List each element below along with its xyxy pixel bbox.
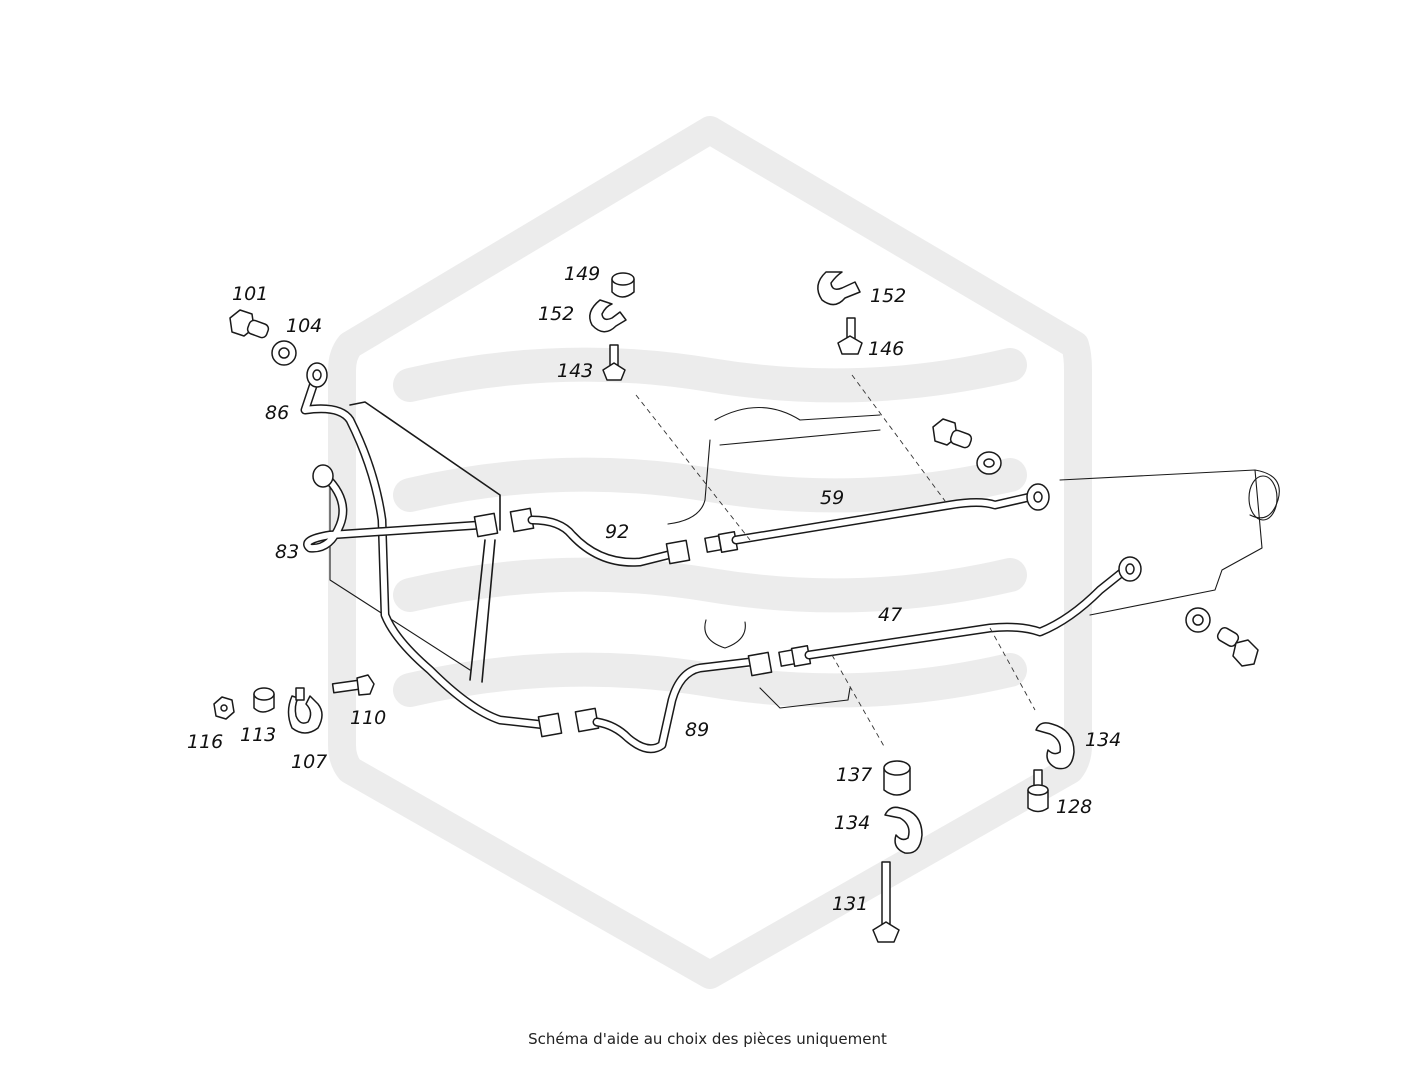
- frame-rail: [349, 401, 501, 683]
- bolt-131: [872, 861, 900, 943]
- washer-104: [271, 340, 297, 366]
- pipe-83: [303, 464, 485, 553]
- spacer-113: [253, 687, 275, 713]
- banjo-bolt-101: [229, 309, 270, 339]
- callout-113: 113: [240, 724, 276, 746]
- spacer-149: [611, 272, 635, 298]
- callout-104: 104: [286, 315, 322, 337]
- bolt-143: [602, 344, 626, 381]
- callout-101: 101: [232, 283, 268, 305]
- callout-152: 152: [538, 303, 574, 325]
- pipe-89: [537, 651, 773, 754]
- bolt-146: [837, 317, 863, 355]
- callout-47: 47: [878, 604, 902, 626]
- pipe-47: [778, 556, 1142, 668]
- pipe-92: [473, 507, 691, 567]
- callout-116: 116: [187, 731, 223, 753]
- callout-59: 59: [820, 487, 844, 509]
- callout-143: 143: [557, 360, 593, 382]
- clamp-134-right: [1035, 722, 1075, 770]
- bolt-110: [331, 674, 375, 696]
- callout-146: 146: [868, 338, 904, 360]
- watermark-logo: [328, 116, 1092, 989]
- bolt-128: [1027, 769, 1049, 813]
- clamp-107: [287, 687, 323, 734]
- callout-149: 149: [564, 263, 600, 285]
- callout-labels: 101 104 86 83 149 152 143 152 146 92 59 …: [187, 263, 1121, 915]
- diagram-caption: Schéma d'aide au choix des pièces unique…: [528, 1030, 887, 1048]
- callout-89: 89: [685, 719, 709, 741]
- spacer-137: [883, 760, 911, 796]
- callout-92: 92: [605, 521, 629, 543]
- callout-131: 131: [832, 893, 868, 915]
- callout-110: 110: [350, 707, 386, 729]
- transmission-housing: [329, 406, 1280, 709]
- callout-107: 107: [291, 751, 327, 773]
- nut-116: [213, 696, 235, 720]
- pipe-86: [300, 362, 550, 730]
- banjo-bolt-lower-right: [1185, 607, 1259, 667]
- callout-128: 128: [1056, 796, 1092, 818]
- callout-83: 83: [275, 541, 299, 563]
- clamp-152-left: [589, 299, 627, 333]
- callout-137: 137: [836, 764, 872, 786]
- callout-86: 86: [265, 402, 289, 424]
- leader-lines: [635, 374, 1036, 749]
- pipe-59: [704, 483, 1050, 554]
- callout-134: 134: [1085, 729, 1121, 751]
- callout-134: 134: [834, 812, 870, 834]
- clamp-152-right: [817, 271, 861, 306]
- callout-152: 152: [870, 285, 906, 307]
- clamp-134-lower: [884, 806, 923, 854]
- banjo-bolt-upper-right: [932, 418, 1002, 475]
